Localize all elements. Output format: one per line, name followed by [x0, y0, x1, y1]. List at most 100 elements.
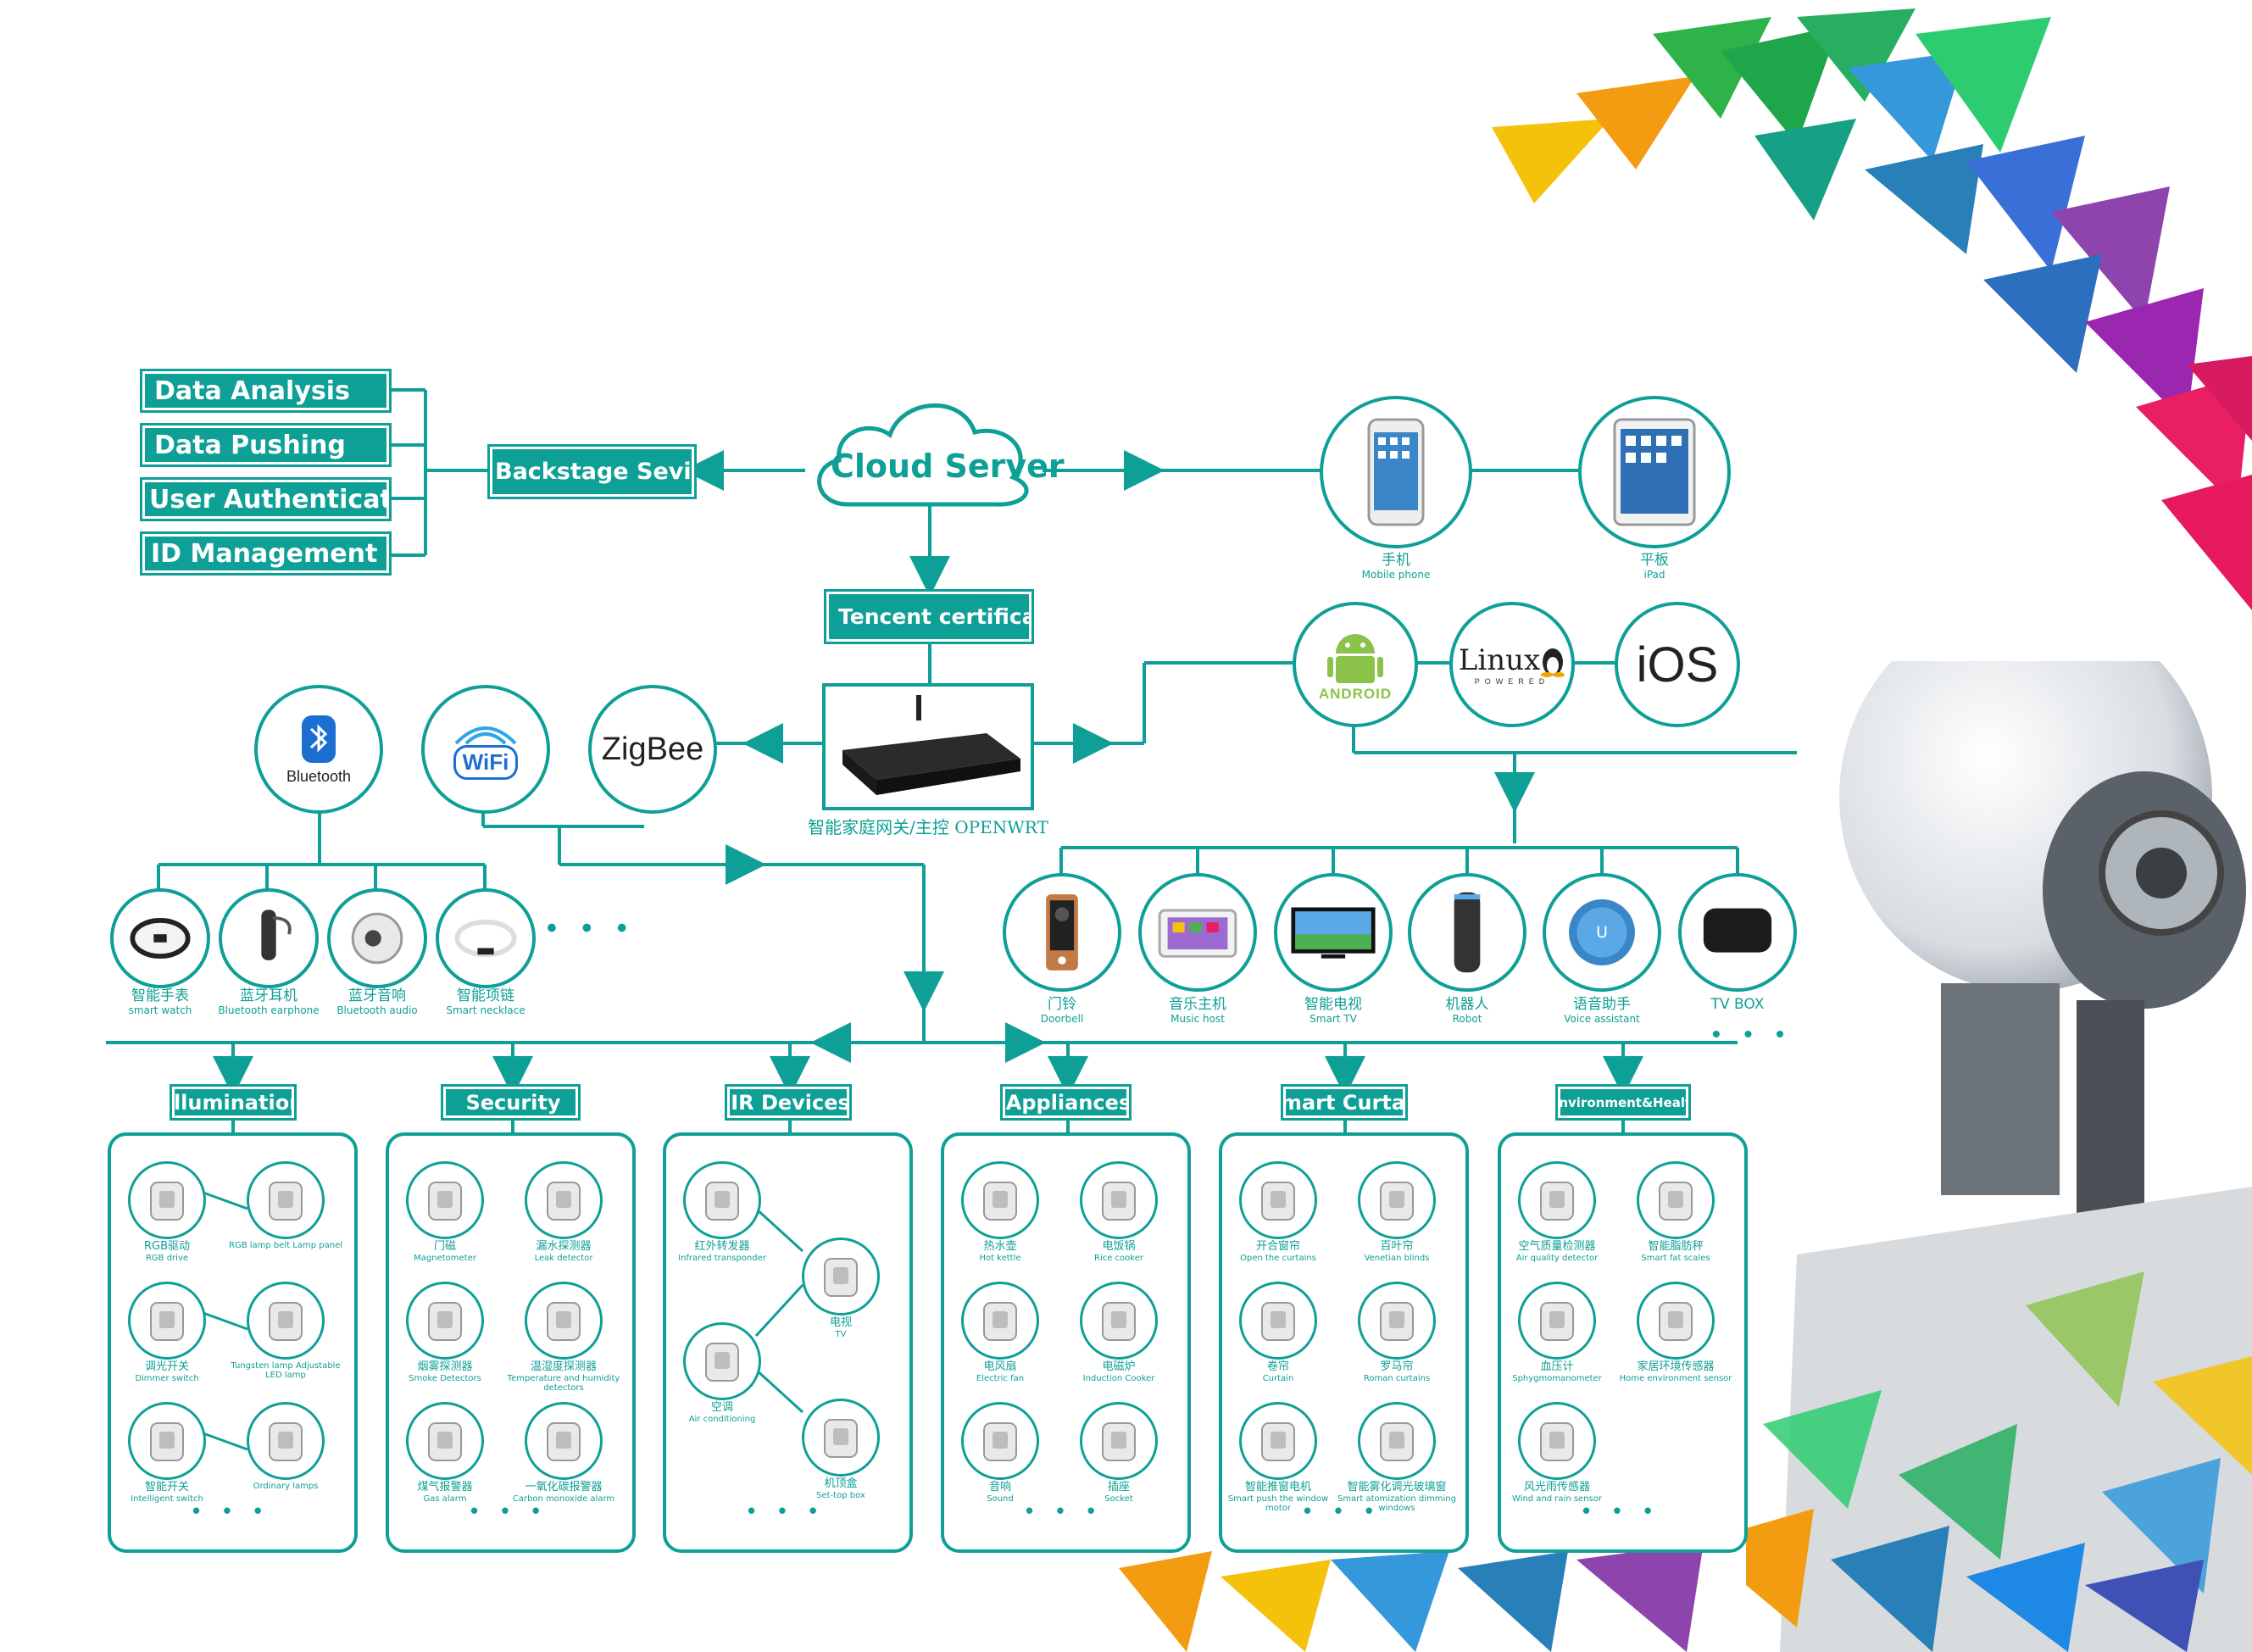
category-item-circle[interactable] [961, 1402, 1039, 1480]
android-circle[interactable]: ANDROID [1293, 602, 1418, 727]
category-item-zh: 热水壶 [983, 1240, 1017, 1253]
category-item-circle[interactable] [128, 1402, 206, 1480]
category-item-circle[interactable] [1637, 1282, 1715, 1360]
category-item-circle[interactable] [406, 1402, 484, 1480]
category-item-circle[interactable] [1080, 1282, 1158, 1360]
svg-text:U: U [1596, 923, 1608, 942]
category-item-circle[interactable] [525, 1402, 603, 1480]
category-item-en: Air quality detector [1515, 1253, 1599, 1263]
mobile-phone-circle[interactable] [1320, 396, 1472, 548]
category-item-circle[interactable] [525, 1282, 603, 1360]
smart-device-circle-tv[interactable] [1274, 873, 1393, 992]
category-item-en: Dimmer switch [135, 1373, 199, 1383]
device-icon [534, 1411, 593, 1471]
category-item-circle[interactable] [128, 1161, 206, 1239]
smart-device-caption: TV BOX [1657, 996, 1818, 1014]
category-item-circle[interactable] [683, 1322, 761, 1400]
wifi-circle[interactable]: WiFi [421, 685, 550, 814]
category-item-circle[interactable] [128, 1282, 206, 1360]
device-icon [1367, 1411, 1426, 1471]
category-item-en: TV [835, 1329, 847, 1339]
wearable-circle-necklace[interactable] [436, 888, 536, 988]
category-item-circle[interactable] [1080, 1402, 1158, 1480]
device-icon [692, 1332, 752, 1391]
category-item-en: RGB lamp belt Lamp panel [229, 1241, 342, 1250]
ios-circle[interactable]: iOS [1615, 602, 1740, 727]
category-item-zh: 烟雾探测器 [417, 1360, 473, 1373]
category-item-circle[interactable] [1358, 1282, 1436, 1360]
category-item-zh: 空调 [710, 1401, 733, 1414]
category-item-circle[interactable] [1358, 1161, 1436, 1239]
category-item-en: Air conditioning [688, 1414, 756, 1424]
category-item-circle[interactable] [247, 1282, 325, 1360]
tencent-certificate-box: Tencent certificate [824, 589, 1034, 644]
category-item-circle[interactable] [247, 1161, 325, 1239]
category-item-circle[interactable] [525, 1161, 603, 1239]
category-item-en: Rice cooker [1094, 1253, 1143, 1263]
category-item-circle[interactable] [1239, 1282, 1317, 1360]
device-icon [137, 1291, 197, 1350]
category-item-circle[interactable] [1518, 1282, 1596, 1360]
category-item-en: Smoke Detectors [409, 1373, 481, 1383]
smart-device-circle-music-host[interactable] [1138, 873, 1257, 992]
smart-devices-ellipsis: • • • [1712, 1021, 1793, 1047]
category-item-circle[interactable] [1080, 1161, 1158, 1239]
wearables-ellipsis: • • • [547, 912, 636, 944]
category-item-en: Roman curtains [1363, 1373, 1431, 1383]
category-item-circle[interactable] [406, 1161, 484, 1239]
category-item-circle[interactable] [1239, 1402, 1317, 1480]
category-item-circle[interactable] [961, 1282, 1039, 1360]
wearable-circle-smartwatch[interactable] [110, 888, 210, 988]
category-connectors [200, 1190, 248, 1451]
device-icon [970, 1411, 1030, 1471]
device-icon [534, 1171, 593, 1230]
category-item-circle[interactable] [1239, 1161, 1317, 1239]
category-item-zh: 漏水探测器 [536, 1240, 592, 1253]
earphone-icon [228, 898, 309, 979]
category-item-circle[interactable] [1637, 1161, 1715, 1239]
smart-device-zh: 语音助手 [1573, 996, 1631, 1013]
wearable-circle-speaker[interactable] [327, 888, 427, 988]
smart-device-circle-doorbell[interactable] [1003, 873, 1121, 992]
category-title-2: IR Devices [724, 1084, 852, 1121]
zigbee-circle[interactable]: ZigBee [588, 685, 717, 814]
doorbell-icon [1012, 882, 1112, 982]
category-item-circle[interactable] [961, 1161, 1039, 1239]
category-item-zh: 卷帘 [1266, 1360, 1289, 1373]
category-item-circle[interactable] [406, 1282, 484, 1360]
smart-device-circle-robot[interactable] [1408, 873, 1526, 992]
device-icon [1089, 1291, 1148, 1350]
tablet-circle[interactable] [1578, 396, 1731, 548]
tvbox-icon [1688, 882, 1788, 982]
data-analysis-box: Data Analysis [140, 369, 392, 413]
category-item-zh: 调光开关 [144, 1360, 189, 1373]
category-item-circle[interactable] [802, 1399, 880, 1477]
category-item-zh: 门磁 [433, 1240, 456, 1253]
category-item-circle[interactable] [683, 1161, 761, 1239]
smart-device-en: Robot [1452, 1012, 1482, 1025]
category-item-circle[interactable] [1358, 1402, 1436, 1480]
category-ellipsis: • • • [1026, 1498, 1104, 1523]
category-title-4: Smart Curtain [1280, 1084, 1408, 1121]
category-item-circle[interactable] [802, 1238, 880, 1315]
linux-label: Linux [1458, 643, 1541, 677]
category-item-circle[interactable] [247, 1402, 325, 1480]
smart-device-circle-voice-assistant[interactable]: U [1543, 873, 1661, 992]
category-item-circle[interactable] [1518, 1161, 1596, 1239]
linux-circle[interactable]: Linux POWERED [1449, 602, 1575, 727]
wearable-circle-earphone[interactable] [219, 888, 319, 988]
smart-device-zh: 机器人 [1445, 996, 1489, 1013]
category-item-en: Open the curtains [1240, 1253, 1316, 1263]
category-item-circle[interactable] [1518, 1402, 1596, 1480]
bluetooth-circle[interactable]: Bluetooth [254, 685, 383, 814]
bluetooth-label: Bluetooth [286, 767, 352, 785]
smart-device-circle-tvbox[interactable] [1678, 873, 1797, 992]
category-item-en: Sound [987, 1493, 1014, 1504]
